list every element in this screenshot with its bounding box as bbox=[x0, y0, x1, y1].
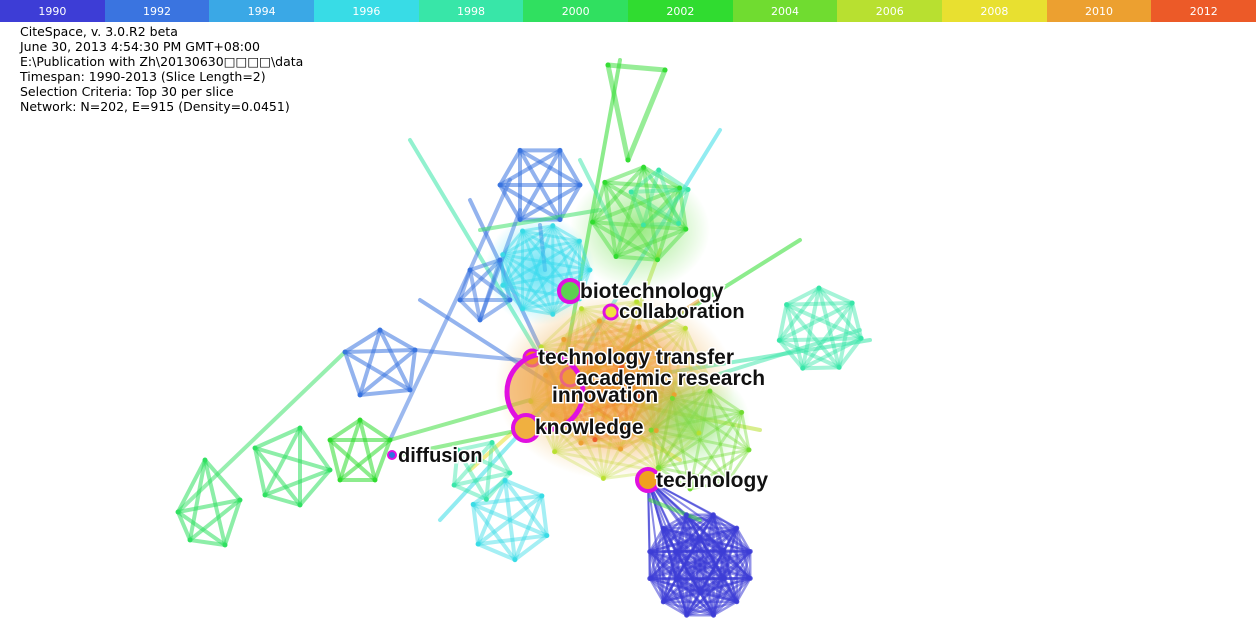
label-innovation: innovation bbox=[552, 384, 658, 407]
timeline-year-2006: 2006 bbox=[837, 0, 943, 22]
hub-nodes bbox=[387, 278, 661, 493]
timeline-year-2004: 2004 bbox=[732, 0, 838, 22]
timeline-year-2012: 2012 bbox=[1151, 0, 1256, 22]
label-collaboration: collaboration bbox=[619, 301, 745, 323]
label-diffusion: diffusion bbox=[398, 445, 482, 467]
node-knowledge[interactable] bbox=[511, 413, 541, 443]
timeline-year-1990: 1990 bbox=[0, 0, 105, 22]
timestamp: June 30, 2013 4:54:30 PM GMT+08:00 bbox=[20, 39, 260, 54]
software-version: CiteSpace, v. 3.0.R2 beta bbox=[20, 24, 178, 39]
network-info: CiteSpace, v. 3.0.R2 beta June 30, 2013 … bbox=[20, 24, 303, 114]
timeline-year-1994: 1994 bbox=[209, 0, 315, 22]
node-innovation[interactable] bbox=[504, 351, 586, 433]
node-labels: biotechnology collaboration technology t… bbox=[397, 279, 770, 494]
timeline-year-1998: 1998 bbox=[418, 0, 524, 22]
label-knowledge: knowledge bbox=[535, 416, 644, 439]
network-stats: Network: N=202, E=915 (Density=0.0451) bbox=[20, 99, 290, 114]
node-biotechnology[interactable] bbox=[557, 278, 583, 304]
label-technology-transfer: technology transfer bbox=[538, 346, 734, 369]
node-collaboration[interactable] bbox=[602, 303, 620, 321]
timeline-year-1996: 1996 bbox=[314, 0, 419, 22]
node-diffusion[interactable] bbox=[387, 450, 397, 460]
label-academic-research: academic research bbox=[576, 367, 765, 390]
timeline-year-1992: 1992 bbox=[104, 0, 210, 22]
label-biotechnology: biotechnology bbox=[580, 280, 724, 303]
timeline-year-2010: 2010 bbox=[1046, 0, 1152, 22]
label-technology: technology bbox=[656, 469, 768, 492]
data-path: E:\Publication with Zh\20130630□□□□\data bbox=[20, 54, 304, 69]
timeline-year-2002: 2002 bbox=[628, 0, 733, 22]
cluster-glows bbox=[485, 170, 750, 480]
selection-criteria: Selection Criteria: Top 30 per slice bbox=[20, 84, 234, 99]
timeline-year-2008: 2008 bbox=[942, 0, 1047, 22]
timeline-year-2000: 2000 bbox=[523, 0, 629, 22]
timespan: Timespan: 1990-2013 (Slice Length=2) bbox=[20, 69, 266, 84]
node-technology[interactable] bbox=[635, 467, 661, 493]
